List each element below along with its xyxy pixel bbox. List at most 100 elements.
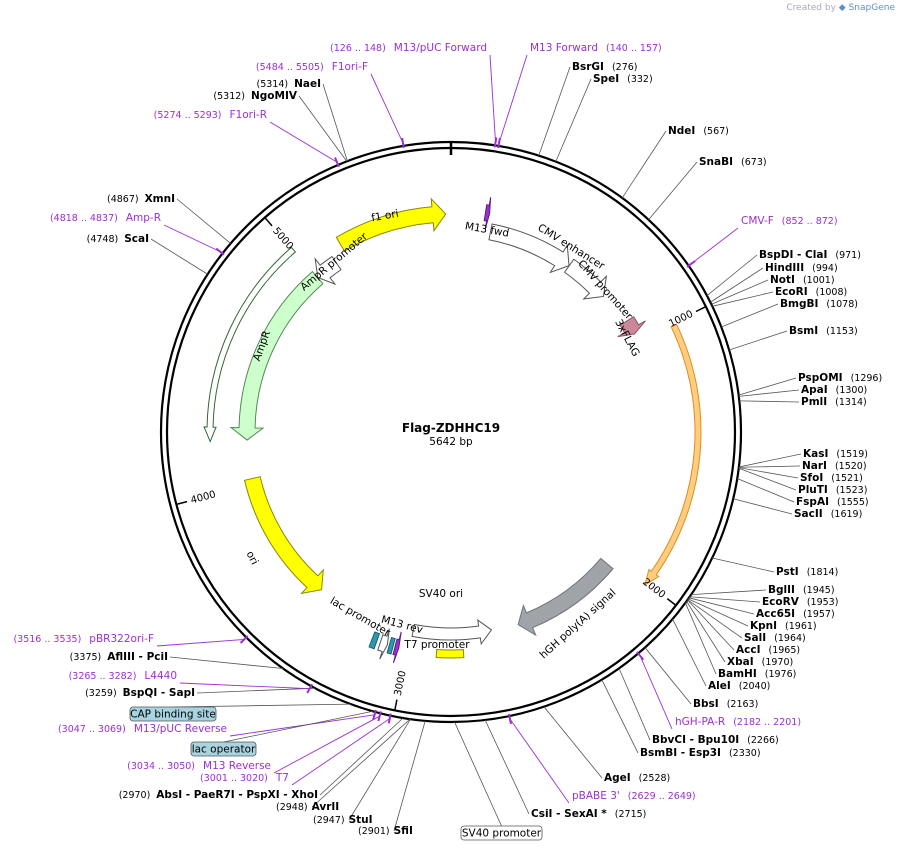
feature-label: CMV promoter	[575, 258, 635, 323]
site-name: XmnI	[145, 193, 175, 205]
primer-leader	[639, 655, 673, 730]
boxed-leader	[454, 721, 502, 827]
site-leader	[738, 389, 800, 397]
site-position: (1619)	[831, 509, 863, 520]
site-leader	[348, 718, 411, 821]
site-name: BspDI - ClaI	[759, 249, 827, 261]
restriction-site-label: Acc65I(1957)	[756, 608, 835, 620]
primer-label: (4818 .. 4837)Amp-R	[50, 212, 161, 224]
boxed-leader	[223, 710, 373, 743]
site-leader	[601, 679, 639, 754]
site-leader	[150, 238, 208, 275]
site-name: SfiI	[394, 825, 413, 837]
tick-mark	[666, 598, 676, 606]
site-position: (1523)	[836, 485, 868, 496]
site-leader	[688, 597, 755, 615]
restriction-site-label: XbaI(1970)	[727, 656, 793, 668]
restriction-site-label: PstI(1814)	[776, 566, 838, 578]
feature-label: ori	[244, 549, 261, 567]
site-position: (2163)	[727, 699, 759, 710]
cmv-promoter-feature	[563, 258, 608, 300]
restriction-site-label: (3375)AflIII - PciI	[70, 651, 168, 663]
site-position: (2715)	[615, 809, 647, 820]
site-name: AccI	[736, 644, 760, 656]
primer-label: hGH-PA-R (2182 .. 2201)	[675, 716, 801, 728]
site-leader	[739, 400, 800, 403]
site-name: SnaBI	[699, 156, 733, 168]
site-position: (1555)	[837, 497, 869, 508]
site-name: SpeI	[593, 73, 619, 85]
site-name: AleI	[708, 680, 731, 692]
site-leader	[618, 668, 651, 741]
primer-name: F1ori-R	[230, 109, 267, 121]
feature-label: T7 promoter	[403, 639, 470, 651]
primer-name: L4440	[144, 670, 177, 682]
site-name: StuI	[349, 814, 373, 826]
site-name: FspAI	[796, 496, 829, 508]
primer-range: (5484 .. 5505)	[256, 62, 324, 73]
primer-name: hGH-PA-R	[675, 716, 725, 728]
primer-leader	[370, 73, 404, 144]
primer-range: (140 .. 157)	[606, 43, 662, 54]
site-position: (1965)	[768, 645, 800, 656]
primer-name: pBR322ori-F	[89, 633, 154, 645]
restriction-site-label: ApaI(1300)	[801, 384, 867, 396]
restriction-site-label: (2970)AbsI - PaeR7I - PspXI - XhoI	[119, 789, 318, 801]
site-position: (1153)	[826, 326, 858, 337]
site-position: (2970)	[119, 790, 151, 801]
tick-label: 5000	[270, 226, 295, 252]
site-name: NgoMIV	[251, 90, 298, 102]
restriction-site-label: KpnI(1961)	[750, 620, 817, 632]
tick-label: 3000	[393, 670, 409, 697]
tick-mark	[394, 699, 398, 710]
primer-site-mark	[636, 651, 645, 661]
restriction-site-label: EcoRV(1953)	[762, 596, 838, 608]
site-leader	[298, 95, 348, 162]
restriction-site-label: KasI(1519)	[803, 448, 868, 460]
primer-leader	[509, 718, 570, 804]
restriction-site-label: SpeI(332)	[593, 73, 653, 85]
site-name: BbsI	[693, 698, 719, 710]
site-position: (1519)	[836, 449, 868, 460]
plasmid-backbone	[159, 140, 743, 724]
site-position: (1008)	[816, 287, 848, 298]
primer-label: pBABE 3'(2629 .. 2649)	[572, 790, 696, 802]
restriction-site-label: NotI(1001)	[770, 274, 835, 286]
restriction-site-label: SfoI(1521)	[800, 472, 863, 484]
boxed-feature-label-box	[190, 741, 257, 757]
site-position: (673)	[741, 157, 767, 168]
site-leader	[721, 303, 779, 328]
site-name: XbaI	[727, 656, 754, 668]
site-name: BglII	[768, 584, 795, 596]
site-name: NdeI	[668, 125, 695, 137]
lac-promoter-feature	[377, 628, 390, 660]
plasmid-length: 5642 bp	[429, 436, 473, 448]
primer-range: (3047 .. 3069)	[58, 724, 126, 735]
site-leader	[689, 596, 761, 603]
primer-range: (2182 .. 2201)	[733, 717, 801, 728]
site-leader	[319, 717, 404, 796]
zdhhc19-orf-feature	[644, 323, 702, 586]
site-name: PstI	[776, 566, 799, 578]
tick-mark	[695, 306, 706, 313]
site-leader	[687, 599, 743, 639]
site-leader	[691, 589, 767, 596]
credit-prefix: Created by	[786, 3, 836, 13]
primer-label: (5274 .. 5293)F1ori-R	[154, 109, 267, 121]
primer-name: M13 Forward	[530, 42, 598, 54]
primer-name: F1ori-F	[332, 61, 368, 73]
site-position: (1300)	[836, 385, 868, 396]
site-leader	[737, 478, 795, 503]
site-position: (1520)	[835, 461, 867, 472]
lac-operator-feature	[386, 636, 396, 655]
site-leader	[484, 719, 530, 815]
restriction-site-label: PluTI(1523)	[798, 484, 867, 496]
restriction-site-label: (5312)NgoMIV	[213, 90, 297, 102]
primer-label: (5484 .. 5505) F1ori-F	[256, 61, 368, 73]
site-leader	[322, 83, 348, 162]
boxed-feature-label-box	[460, 825, 543, 841]
site-name: CsiI - SexAI *	[531, 808, 607, 820]
primer-label: (3047 .. 3069)M13/pUC Reverse	[58, 723, 227, 735]
site-leader	[712, 557, 775, 573]
site-position: (2330)	[729, 748, 761, 759]
